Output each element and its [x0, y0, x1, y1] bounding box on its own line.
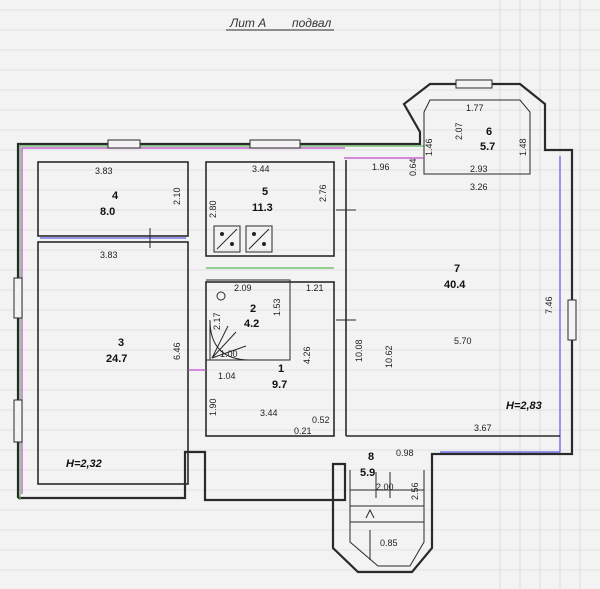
- boiler-fixtures: [213, 225, 273, 253]
- dim-r7-b: 0.64: [408, 158, 418, 176]
- height-left: H=2,32: [66, 458, 102, 470]
- dim-r2-right: 1.53: [272, 298, 282, 316]
- interior-walls: [37, 99, 560, 567]
- room-1-area: 9.7: [272, 379, 287, 391]
- room-4-number: 4: [112, 190, 119, 202]
- room-5-number: 5: [262, 186, 268, 198]
- shower-fixture: [209, 291, 251, 361]
- room-2-number: 2: [250, 303, 256, 315]
- dim-r4-top: 3.83: [95, 166, 113, 176]
- header-floor: подвал: [292, 16, 331, 30]
- room-3-number: 3: [118, 337, 124, 349]
- dim-r1-a: 0.52: [312, 415, 330, 425]
- header-lit: Лит А: [229, 16, 266, 30]
- dim-r6-left: 1.46: [424, 138, 434, 156]
- room-4-area: 8.0: [100, 206, 115, 218]
- dim-r6-right: 1.48: [518, 138, 528, 156]
- room-8-area: 5.9: [360, 467, 375, 479]
- room-4-walls: [37, 161, 189, 237]
- room-8-number: 8: [368, 451, 374, 463]
- dim-r6-bottom: 2.93: [470, 164, 488, 174]
- dim-r1-side: 1.90: [208, 398, 218, 416]
- dim-r8-c: 2.56: [410, 482, 420, 500]
- dim-r8-b: 2.00: [376, 482, 394, 492]
- dim-r1-top: 1.21: [306, 283, 324, 293]
- dim-r1-right: 4.26: [302, 346, 312, 364]
- room-3-walls: [37, 241, 189, 485]
- dim-r2-diag: 1.00: [220, 349, 238, 359]
- dim-r1-b: 0.21: [294, 426, 312, 436]
- room-2-area: 4.2: [244, 318, 259, 330]
- room-3-area: 24.7: [106, 353, 127, 365]
- dim-r1-bottom: 3.44: [260, 408, 278, 418]
- dim-r7-bottom: 3.67: [474, 423, 492, 433]
- room-7-number: 7: [454, 263, 460, 275]
- room-labels: 4 8.0 5 11.3 6 5.7 7 40.4 2 4.2 3 24.7 1…: [100, 126, 495, 479]
- dim-r5-right: 2.76: [318, 184, 328, 202]
- dim-r6-top: 1.77: [466, 103, 484, 113]
- room-6-area: 5.7: [480, 141, 495, 153]
- windows: [13, 79, 577, 443]
- height-right: H=2,83: [506, 400, 542, 412]
- room-5-walls: [205, 161, 335, 257]
- exterior-walls: [16, 82, 574, 574]
- room-7-area: 40.4: [444, 279, 466, 291]
- dimension-lines: [40, 157, 424, 371]
- room-1-walls: [205, 281, 335, 437]
- dim-r8-d: 0.85: [380, 538, 398, 548]
- dimension-values: 3.83 2.10 3.83 3.44 2.80 2.76 1.77 2.07 …: [95, 103, 554, 548]
- dim-r7-d: 10.62: [384, 345, 394, 368]
- dim-r4-side: 2.10: [172, 187, 182, 205]
- room-1-number: 1: [278, 363, 284, 375]
- dim-r1-left: 1.04: [218, 371, 236, 381]
- dim-r2-left: 2.17: [212, 312, 222, 330]
- dim-r7-e: 5.70: [454, 336, 472, 346]
- dim-r4-bottom: 3.83: [100, 250, 118, 260]
- dim-r7-right: 7.46: [544, 296, 554, 314]
- dim-r3-side: 6.46: [172, 342, 182, 360]
- room-6-number: 6: [486, 126, 492, 138]
- dim-r7-c: 10.08: [354, 339, 364, 362]
- dim-r2-top: 2.09: [234, 283, 252, 293]
- dim-r6-outer: 3.26: [470, 182, 488, 192]
- staircase: [350, 472, 424, 560]
- dim-r6-inner: 2.07: [454, 122, 464, 140]
- dim-r7-a: 1.96: [372, 162, 390, 172]
- room-5-area: 11.3: [252, 202, 273, 214]
- dim-r5-left: 2.80: [208, 200, 218, 218]
- dim-r5-top: 3.44: [252, 164, 270, 174]
- room-6-walls: [423, 99, 531, 175]
- dim-r8-a: 0.98: [396, 448, 414, 458]
